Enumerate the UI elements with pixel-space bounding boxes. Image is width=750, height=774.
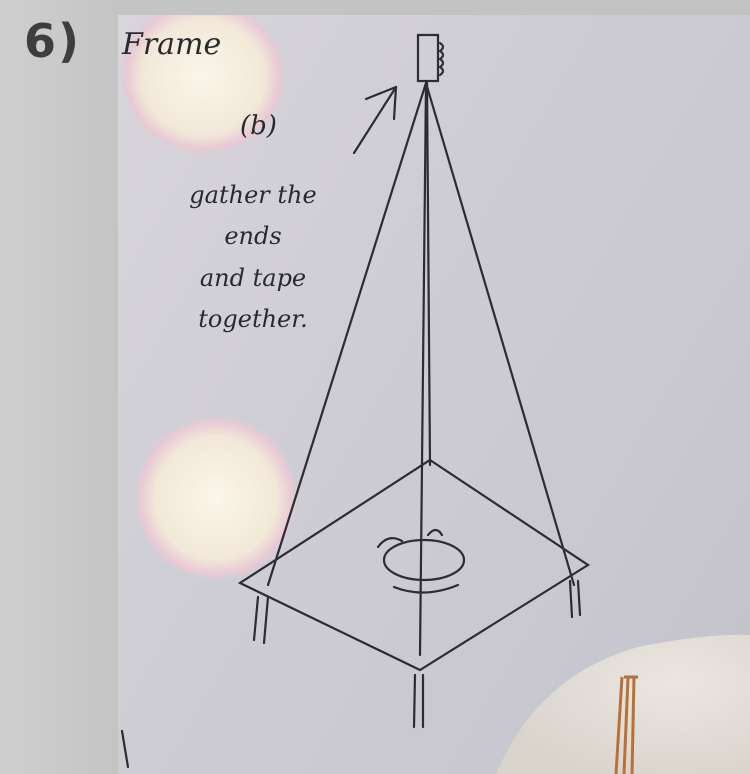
instruction-line: gather the (138, 175, 368, 216)
sketch-photo: Frame (b) gather the ends and tape toget… (118, 15, 750, 774)
sketch-label: (b) (240, 111, 277, 141)
sketch-title: Frame (122, 27, 221, 62)
bowl-corner (496, 635, 750, 774)
instruction-line: together. (138, 299, 368, 340)
lens-flare-middle (132, 413, 300, 583)
sketch-instruction: gather the ends and tape together. (138, 175, 368, 340)
instruction-line: and tape (138, 258, 368, 299)
instruction-line: ends (138, 216, 368, 257)
step-number: 6) (24, 18, 81, 64)
frame-sketch-drawing (118, 15, 750, 774)
